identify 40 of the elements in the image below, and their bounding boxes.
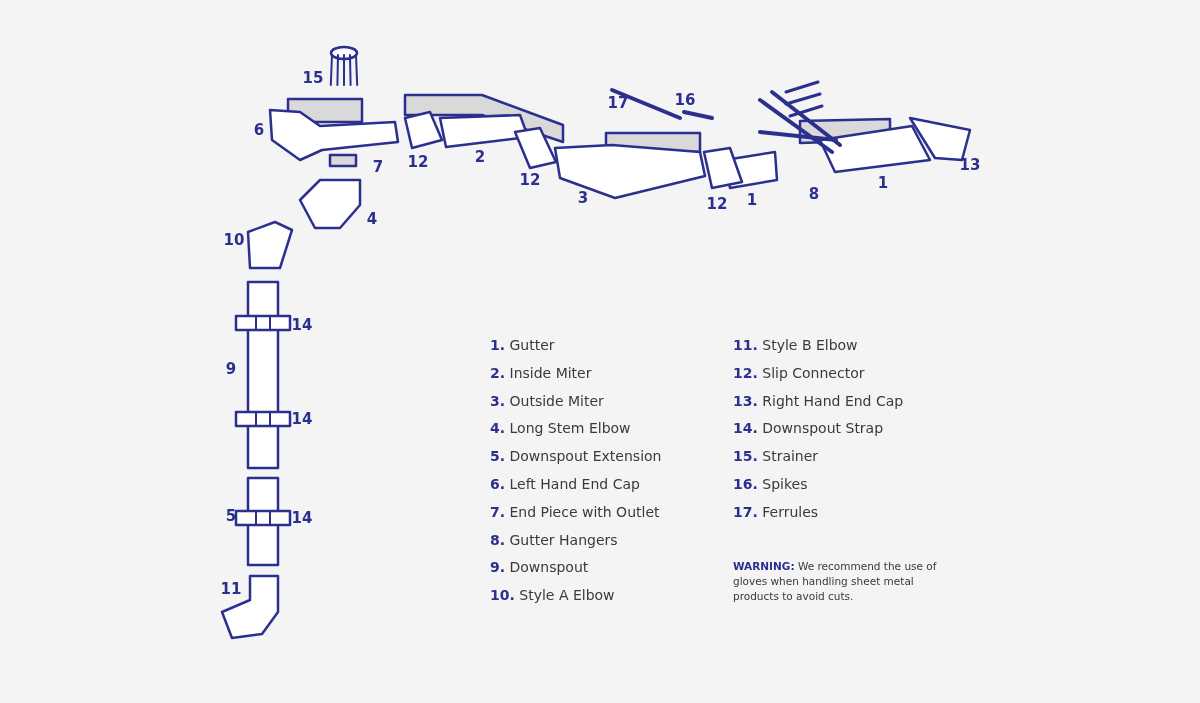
parts-list-item: 6. Left Hand End Cap (490, 476, 640, 492)
callout-number: 14 (291, 316, 313, 334)
parts-list-item: 17. Ferrules (733, 503, 819, 520)
parts-list-item: 15. Strainer (733, 448, 819, 465)
parts-list-item: 8. Gutter Hangers (490, 531, 618, 548)
callout-number: 15 (302, 69, 324, 87)
parts-list-item: 16. Spikes (733, 476, 808, 492)
parts-list-item: 12. Slip Connector (733, 364, 865, 381)
callout-number: 7 (372, 158, 384, 176)
parts-list-item: 14. Downspout Strap (733, 420, 884, 437)
callout-number: 2 (474, 148, 486, 166)
callout-number: 11 (220, 580, 242, 598)
warning-note: WARNING: We recommend the use of gloves when handling sheet metal products to avoid cuts. (733, 559, 938, 605)
callout-number: 13 (959, 156, 981, 174)
parts-list-item: 5. Downspout Extension (490, 448, 662, 465)
callout-number: 12 (407, 153, 429, 171)
parts-list-item: 13. Right Hand End Cap (733, 392, 904, 409)
callout-number: 1 (746, 191, 758, 209)
callout-number: 14 (291, 509, 313, 527)
callout-number: 4 (366, 210, 378, 228)
parts-list-item: 2. Inside Miter (490, 364, 592, 381)
parts-list-item: 10. Style A Elbow (490, 587, 615, 604)
parts-list-item: 3. Outside Miter (490, 392, 604, 409)
callout-number: 12 (706, 195, 728, 213)
callout-number: 16 (674, 91, 696, 109)
parts-list-item: 7. End Piece with Outlet (490, 503, 660, 520)
callout-number: 5 (225, 507, 237, 525)
parts-list-item: 4. Long Stem Elbow (490, 420, 631, 437)
callout-number: 10 (223, 231, 245, 249)
callout-number: 14 (291, 410, 313, 428)
callout-number: 6 (253, 121, 265, 139)
callout-number: 9 (225, 360, 237, 378)
parts-list-item: 9. Downspout (490, 559, 589, 576)
callout-number: 8 (808, 185, 820, 203)
callout-number: 1 (877, 174, 889, 192)
callout-number: 17 (607, 94, 629, 112)
callout-number: 3 (577, 189, 589, 207)
parts-list-item: 11. Style B Elbow (733, 337, 858, 353)
parts-list-item: 1. Gutter (490, 337, 555, 353)
callout-number: 12 (519, 171, 541, 189)
